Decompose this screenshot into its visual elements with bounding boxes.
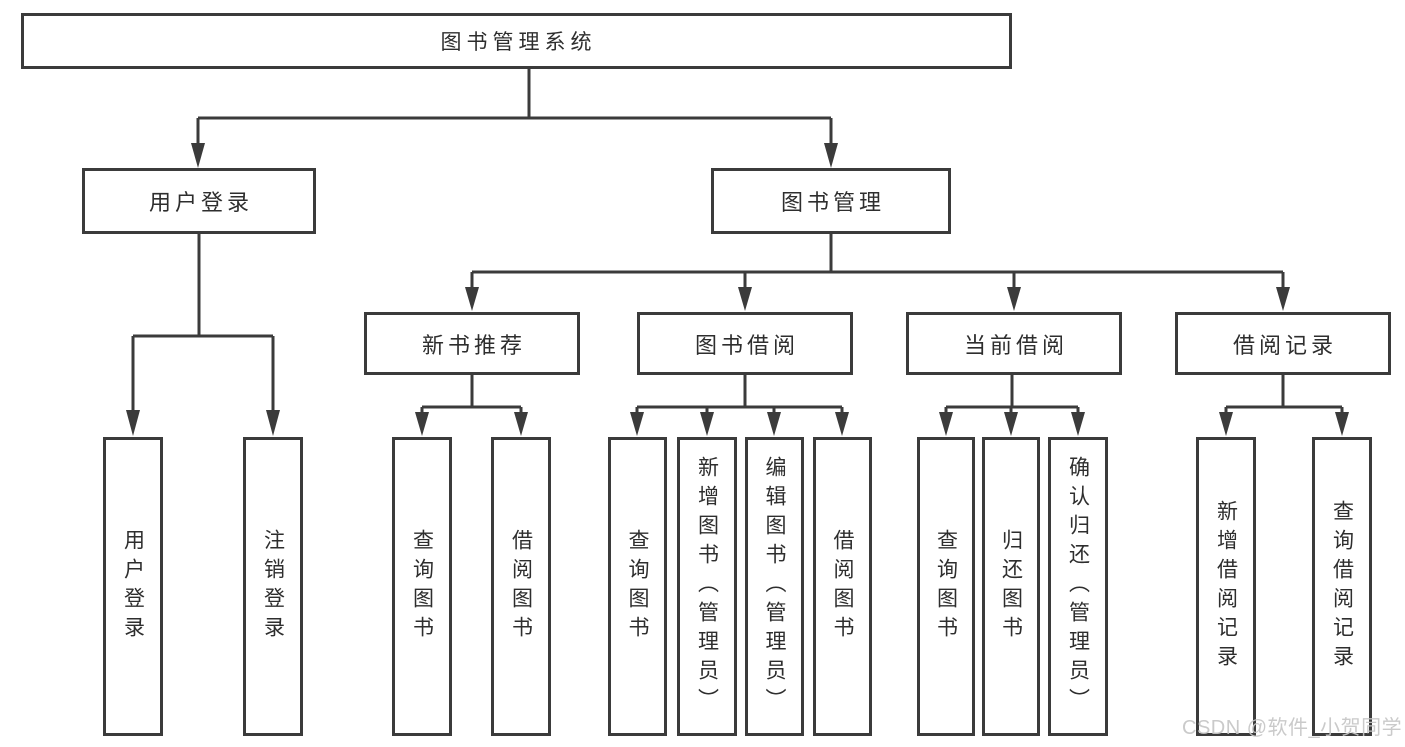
arrowhead	[630, 412, 644, 436]
connector-bookmgmt-to-level3	[470, 234, 1285, 294]
node-current-return-books-label: 归还图书	[999, 528, 1023, 645]
arrowhead	[1071, 412, 1085, 436]
arrowhead	[824, 143, 838, 168]
node-book-borrowing: 图书借阅	[637, 312, 853, 375]
node-current-query-books-label: 查询图书	[934, 528, 958, 645]
arrowhead	[415, 412, 429, 436]
node-user-login-label: 用户登录	[148, 190, 253, 215]
node-borrow-borrow-books: 借阅图书	[813, 437, 872, 736]
arrowhead	[1004, 412, 1018, 436]
node-newrec-query-books: 查询图书	[392, 437, 452, 736]
node-records-query-record: 查询借阅记录	[1312, 437, 1372, 736]
node-login: 用户登录	[103, 437, 163, 736]
node-borrow-query-books-label: 查询图书	[626, 528, 649, 645]
node-book-borrowing-label: 图书借阅	[694, 332, 799, 358]
node-current-query-books: 查询图书	[917, 437, 975, 736]
node-borrow-add-books-admin: 新增图书（管理员）	[677, 437, 737, 736]
arrowhead	[126, 410, 140, 436]
node-book-management-label: 图书管理	[780, 190, 885, 215]
node-root: 图书管理系统	[21, 13, 1012, 69]
arrowhead	[465, 287, 479, 311]
node-login-label: 用户登录	[121, 528, 145, 645]
arrowhead	[939, 412, 953, 436]
node-borrow-edit-books-admin-label: 编辑图书（管理员）	[763, 456, 786, 717]
connector-newrec-to-leaves	[420, 375, 523, 420]
arrowhead	[1276, 287, 1290, 311]
arrowhead	[1335, 412, 1349, 436]
node-logout: 注销登录	[243, 437, 303, 736]
node-records-add-record: 新增借阅记录	[1196, 437, 1256, 736]
node-current-confirm-return-admin: 确认归还（管理员）	[1048, 437, 1108, 736]
node-records-query-record-label: 查询借阅记录	[1330, 499, 1354, 674]
node-root-label: 图书管理系统	[440, 31, 597, 54]
node-current-borrowing-label: 当前借阅	[963, 332, 1068, 358]
connector-records-to-leaves	[1224, 375, 1344, 420]
arrowhead	[1219, 412, 1233, 436]
node-user-login: 用户登录	[82, 168, 316, 234]
node-borrow-query-books: 查询图书	[608, 437, 667, 736]
node-borrowing-records-label: 借阅记录	[1232, 332, 1337, 358]
node-current-borrowing: 当前借阅	[906, 312, 1122, 375]
csdn-watermark: CSDN @软件_小贺同学	[1182, 717, 1403, 739]
arrowhead	[835, 412, 849, 436]
node-new-book-recommend: 新书推荐	[364, 312, 580, 375]
arrowhead	[700, 412, 714, 436]
node-current-confirm-return-admin-label: 确认归还（管理员）	[1066, 456, 1090, 717]
arrowhead	[266, 410, 280, 436]
node-records-add-record-label: 新增借阅记录	[1214, 499, 1238, 674]
arrowhead	[767, 412, 781, 436]
node-newrec-query-books-label: 查询图书	[410, 528, 434, 645]
arrowhead	[738, 287, 752, 311]
connector-userlogin-to-leaves	[131, 234, 275, 418]
node-borrow-borrow-books-label: 借阅图书	[831, 528, 854, 645]
node-borrowing-records: 借阅记录	[1175, 312, 1391, 375]
connector-borrowing-to-leaves	[635, 375, 844, 420]
connector-root-to-level2	[196, 69, 833, 150]
node-newrec-borrow-books-label: 借阅图书	[509, 528, 533, 645]
arrowhead	[514, 412, 528, 436]
arrowhead	[191, 143, 205, 168]
node-newrec-borrow-books: 借阅图书	[491, 437, 551, 736]
node-borrow-add-books-admin-label: 新增图书（管理员）	[695, 456, 719, 717]
node-logout-label: 注销登录	[261, 528, 285, 645]
node-new-book-recommend-label: 新书推荐	[421, 332, 526, 358]
node-borrow-edit-books-admin: 编辑图书（管理员）	[745, 437, 804, 736]
node-current-return-books: 归还图书	[982, 437, 1040, 736]
node-book-management: 图书管理	[711, 168, 951, 234]
arrowhead	[1007, 287, 1021, 311]
